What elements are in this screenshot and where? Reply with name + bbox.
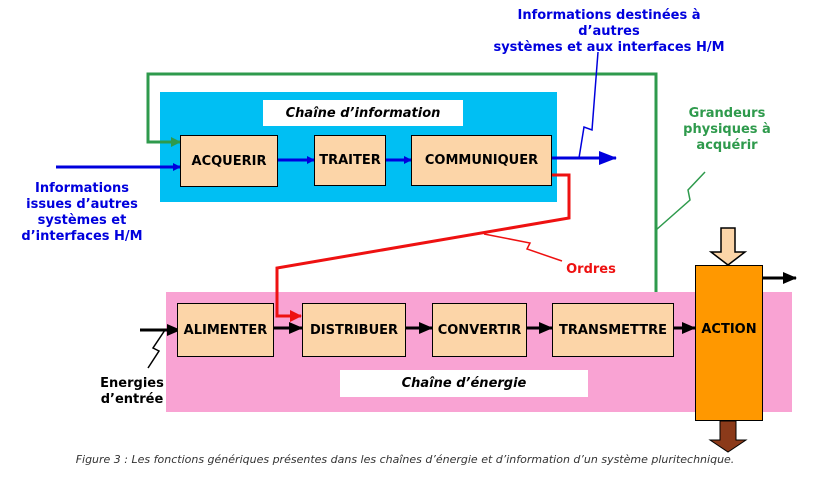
information-chain-title: Chaîne d’information [263, 100, 463, 126]
orders-zigzag [483, 233, 563, 262]
orders-line [275, 173, 571, 322]
info-output-zigzag [578, 51, 599, 159]
convertir-block: CONVERTIR [432, 303, 527, 357]
physical-quantities-line [146, 72, 658, 292]
action-block: ACTION [695, 265, 763, 421]
transmettre-block: TRANSMETTRE [552, 303, 674, 357]
distribuer-block: DISTRIBUER [302, 303, 406, 357]
acquerir-block: ACQUERIR [180, 135, 278, 187]
communiquer-block: COMMUNIQUER [411, 135, 552, 186]
energy-input-zigzag [147, 329, 166, 369]
energy-input-label: Energies d’entrée [100, 376, 164, 407]
physical-quantities-zigzag [655, 171, 706, 231]
info-output-label: Informations destinées à d’autres systèm… [493, 8, 725, 55]
figure-caption: Figure 3 : Les fonctions génériques prés… [75, 453, 735, 466]
orders-label: Ordres [566, 262, 616, 277]
info-input-label: Informations issues d’autres systèmes et… [21, 181, 143, 244]
traiter-block: TRAITER [314, 135, 386, 186]
action-output-down-arrow [708, 420, 748, 453]
alimenter-block: ALIMENTER [177, 303, 274, 357]
physical-quantities-label: Grandeurs physiques à acquérir [683, 106, 771, 153]
energy-chain-title: Chaîne d’énergie [340, 370, 588, 397]
action-input-arrow [708, 227, 748, 266]
